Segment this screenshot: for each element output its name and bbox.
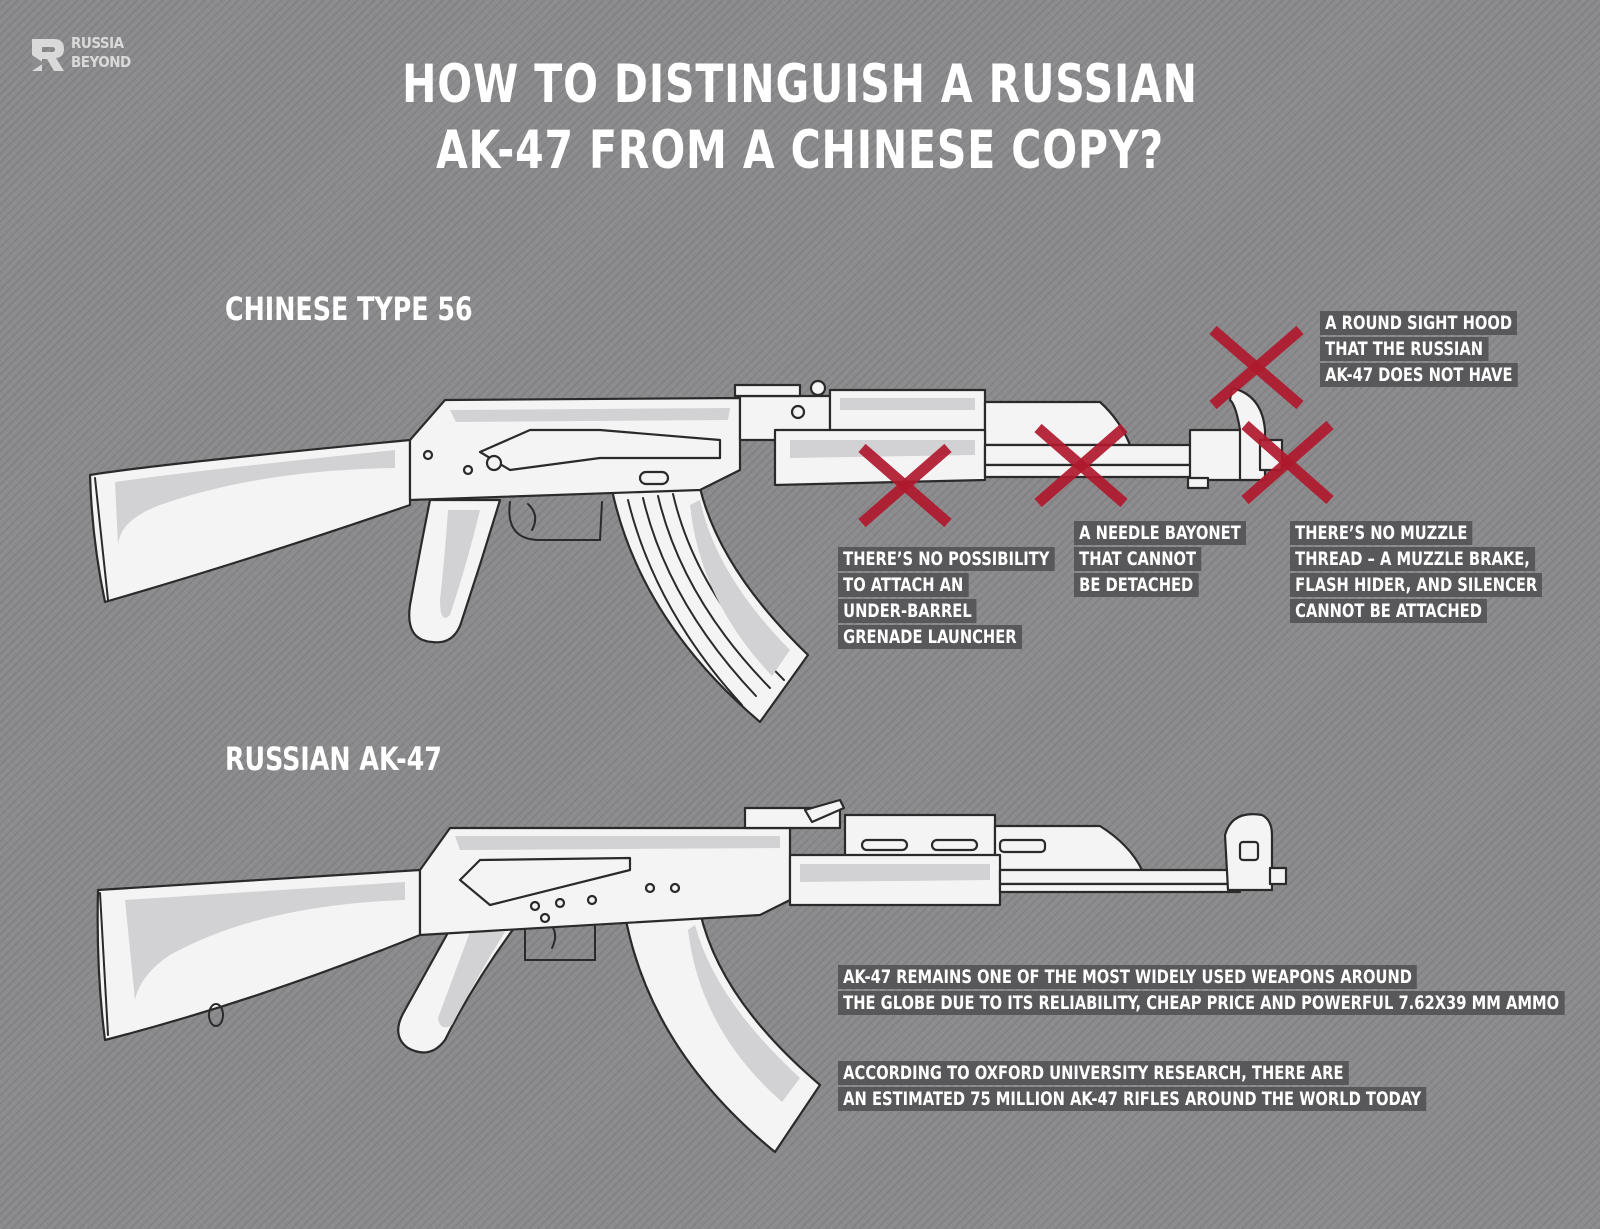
- russia-beyond-logo-icon: [32, 39, 64, 71]
- fact-line: AN ESTIMATED 75 MILLION AK-47 RIFLES ARO…: [838, 1087, 1427, 1111]
- callout-line: THAT CANNOT: [1074, 547, 1202, 571]
- callout-line: GRENADE LAUNCHER: [838, 625, 1022, 649]
- callout-line: TO ATTACH AN: [838, 573, 969, 597]
- cross-mark-icon: [858, 325, 1334, 528]
- fact-oxford-research: ACCORDING TO OXFORD UNIVERSITY RESEARCH,…: [838, 1060, 1427, 1112]
- callout-line: THREAD – A MUZZLE BRAKE,: [1290, 547, 1536, 571]
- logo-line-1: RUSSIA: [71, 34, 124, 52]
- russian-ak-47-rifle: [96, 798, 1288, 1154]
- russia-beyond-logo: RUSSIA BEYOND: [30, 33, 140, 75]
- fact-reliability: AK-47 REMAINS ONE OF THE MOST WIDELY USE…: [838, 964, 1565, 1016]
- callout-round-sight-hood: A ROUND SIGHT HOOD THAT THE RUSSIAN AK-4…: [1320, 310, 1518, 388]
- callout-grenade-launcher: THERE’S NO POSSIBILITY TO ATTACH AN UNDE…: [838, 546, 1055, 650]
- section-heading-russian: RUSSIAN AK-47: [225, 740, 442, 778]
- callout-line: THERE’S NO MUZZLE: [1290, 521, 1473, 545]
- callout-muzzle-thread: THERE’S NO MUZZLE THREAD – A MUZZLE BRAK…: [1290, 520, 1543, 624]
- fact-line: AK-47 REMAINS ONE OF THE MOST WIDELY USE…: [838, 965, 1418, 989]
- title-line-1: HOW TO DISTINGUISH A RUSSIAN: [402, 54, 1198, 115]
- callout-line: A ROUND SIGHT HOOD: [1320, 311, 1518, 335]
- callout-line: A NEEDLE BAYONET: [1074, 521, 1246, 545]
- callout-line: CANNOT BE ATTACHED: [1290, 599, 1488, 623]
- callout-line: AK-47 DOES NOT HAVE: [1320, 363, 1518, 387]
- callout-needle-bayonet: A NEEDLE BAYONET THAT CANNOT BE DETACHED: [1074, 520, 1246, 598]
- fact-line: ACCORDING TO OXFORD UNIVERSITY RESEARCH,…: [838, 1061, 1349, 1085]
- title-line-2: AK-47 FROM A CHINESE COPY?: [435, 120, 1165, 181]
- callout-line: THERE’S NO POSSIBILITY: [838, 547, 1055, 571]
- logo-line-2: BEYOND: [71, 53, 131, 71]
- chinese-type-56-rifle: [88, 379, 1284, 724]
- callout-line: UNDER-BARREL: [838, 599, 977, 623]
- section-heading-chinese: CHINESE TYPE 56: [225, 290, 473, 328]
- callout-line: FLASH HIDER, AND SILENCER: [1290, 573, 1543, 597]
- callout-line: BE DETACHED: [1074, 573, 1199, 597]
- page-title: HOW TO DISTINGUISH A RUSSIAN AK-47 FROM …: [112, 52, 1488, 184]
- callout-line: THAT THE RUSSIAN: [1320, 337, 1489, 361]
- fact-line: THE GLOBE DUE TO ITS RELIABILITY, CHEAP …: [838, 991, 1565, 1015]
